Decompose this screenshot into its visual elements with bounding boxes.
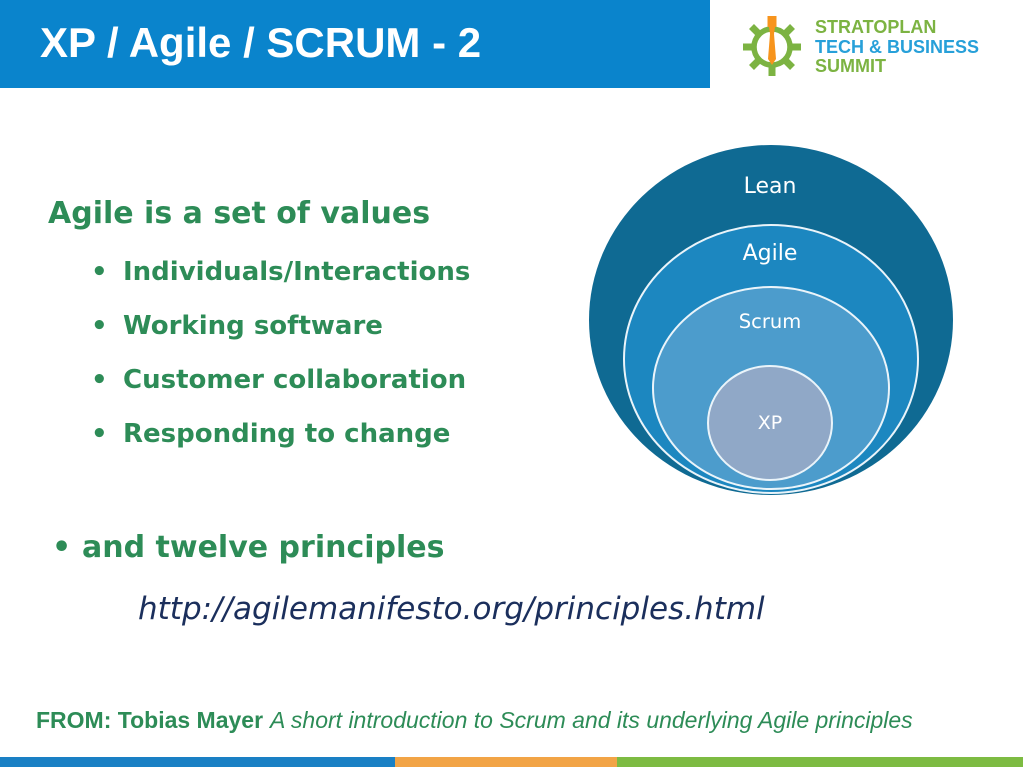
gear-tie-icon bbox=[743, 16, 801, 76]
logo-name: STRATOPLAN bbox=[815, 17, 937, 37]
scrum-label: Scrum bbox=[739, 310, 801, 333]
value-text: Working software bbox=[123, 311, 383, 341]
lean-label: Lean bbox=[744, 174, 797, 199]
xp-circle bbox=[707, 365, 833, 481]
logo-tagline-line2: SUMMIT bbox=[815, 56, 886, 76]
logo-wordmark: STRATOPLAN TECH & BUSINESS SUMMIT bbox=[815, 17, 1015, 77]
list-item: • Customer collaboration bbox=[0, 367, 560, 421]
bottom-strip-orange bbox=[395, 757, 617, 767]
nested-circles-diagram: Lean Agile Scrum XP bbox=[589, 145, 953, 495]
header-bar bbox=[0, 0, 710, 88]
value-text: Individuals/Interactions bbox=[123, 257, 471, 287]
principles-text: and twelve principles bbox=[82, 530, 445, 565]
bullet: • bbox=[52, 530, 72, 565]
gear-tooth bbox=[791, 43, 801, 51]
bottom-strip-green bbox=[617, 757, 1023, 767]
bullet: • bbox=[91, 311, 108, 341]
gear-tooth bbox=[768, 66, 776, 76]
gear-tooth bbox=[743, 43, 753, 51]
bullet: • bbox=[91, 365, 108, 395]
value-text: Responding to change bbox=[123, 419, 451, 449]
tie-shape bbox=[768, 27, 776, 65]
logo-tagline-line1: TECH & BUSINESS bbox=[815, 36, 980, 57]
slide-title: XP / Agile / SCRUM - 2 bbox=[40, 19, 482, 66]
list-item: • Working software bbox=[0, 313, 560, 367]
values-heading: Agile is a set of values bbox=[48, 196, 431, 231]
gear-top-tooth bbox=[767, 16, 777, 27]
principles-url: http://agilemanifesto.org/principles.htm… bbox=[138, 591, 765, 627]
value-text: Customer collaboration bbox=[123, 365, 467, 395]
list-item: • Individuals/Interactions bbox=[0, 259, 560, 313]
principles-item: • and twelve principles bbox=[0, 533, 560, 573]
agile-label: Agile bbox=[743, 241, 798, 266]
source-label: FROM: Tobias Mayer bbox=[36, 707, 264, 733]
xp-label: XP bbox=[758, 412, 782, 434]
bullet: • bbox=[91, 419, 108, 449]
bullet: • bbox=[91, 257, 108, 287]
source-title: A short introduction to Scrum and its un… bbox=[270, 707, 913, 733]
bottom-strip-blue bbox=[0, 757, 395, 767]
values-list: • Individuals/Interactions • Working sof… bbox=[0, 259, 560, 475]
list-item: • Responding to change bbox=[0, 421, 560, 475]
